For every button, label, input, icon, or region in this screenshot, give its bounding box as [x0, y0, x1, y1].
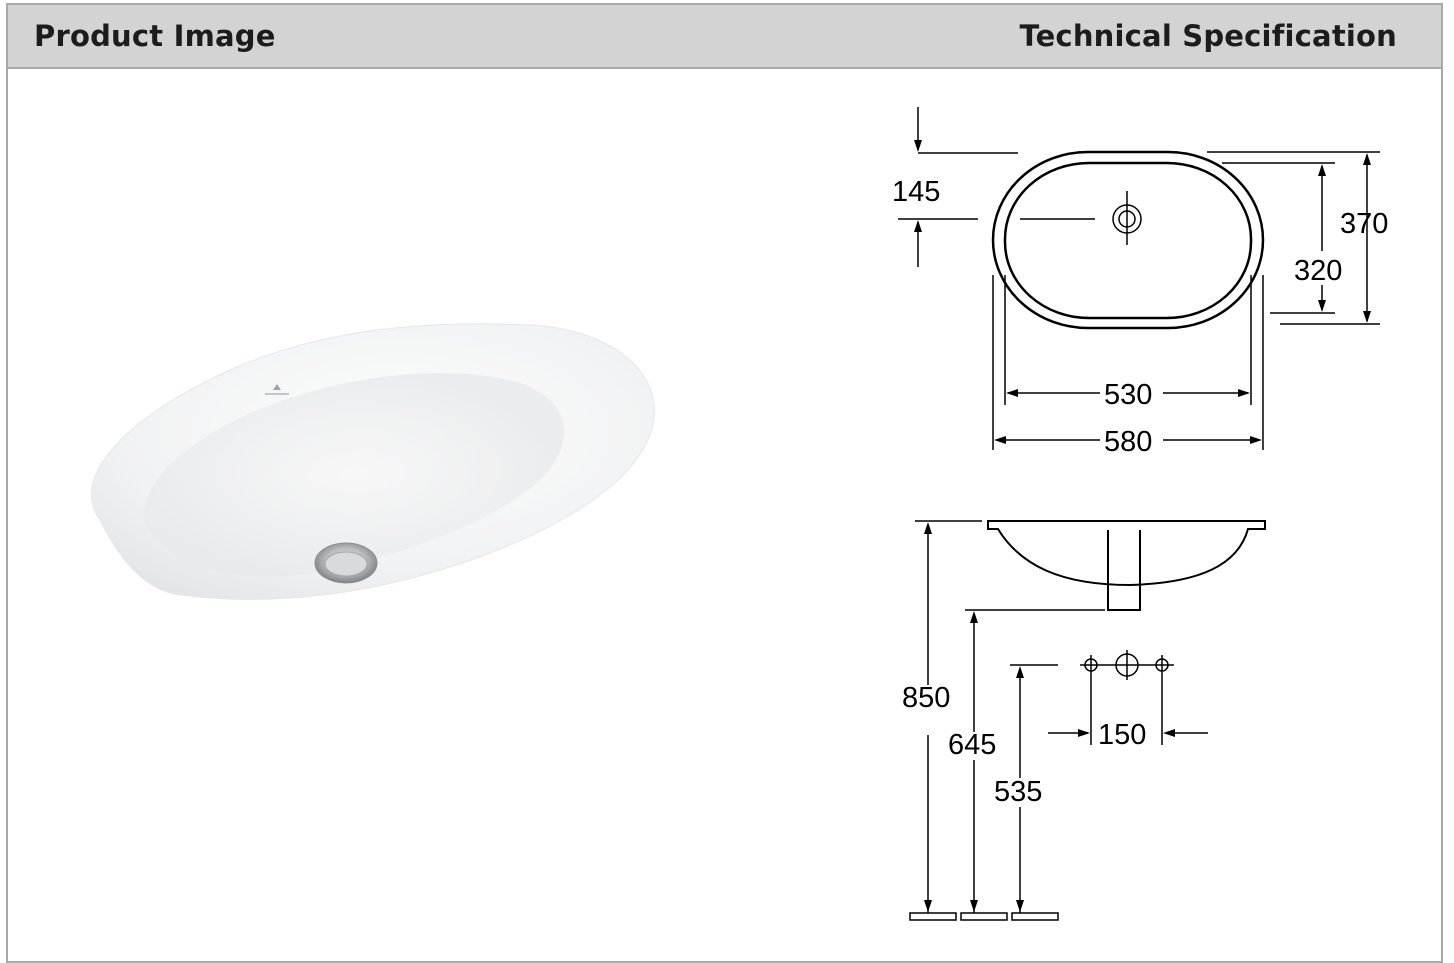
product-image [60, 300, 680, 630]
side-view-drain [1107, 530, 1141, 611]
dim-645: 645 [948, 729, 996, 761]
product-image-heading: Product Image [34, 19, 276, 53]
floor-block-2 [960, 912, 1008, 921]
dim-370: 370 [1340, 208, 1388, 240]
dim-145: 145 [892, 176, 940, 208]
brand-logo [265, 384, 289, 395]
basin-bowl [143, 373, 564, 577]
technical-specification-heading: Technical Specification [1019, 19, 1397, 53]
top-view-inner-bowl [1003, 161, 1253, 320]
dim-150: 150 [1098, 719, 1146, 751]
dim-530: 530 [1104, 379, 1152, 411]
technical-drawing: 145 370 320 530 580 850 645 535 150 [870, 95, 1410, 939]
floor-block-1 [909, 912, 957, 921]
side-view-basin [987, 520, 1266, 587]
dimension-drawing: 145 370 320 530 580 850 645 535 150 [892, 107, 1388, 921]
top-view-outer-rim [991, 150, 1265, 330]
dim-850: 850 [902, 682, 950, 714]
drain-inner [324, 551, 368, 577]
basin-illustration [90, 323, 655, 600]
floor-block-3 [1011, 912, 1059, 921]
dim-535: 535 [994, 776, 1042, 808]
dim-320: 320 [1294, 255, 1342, 287]
header-bar: Product Image Technical Specification [8, 5, 1441, 69]
dim-580: 580 [1104, 426, 1152, 458]
